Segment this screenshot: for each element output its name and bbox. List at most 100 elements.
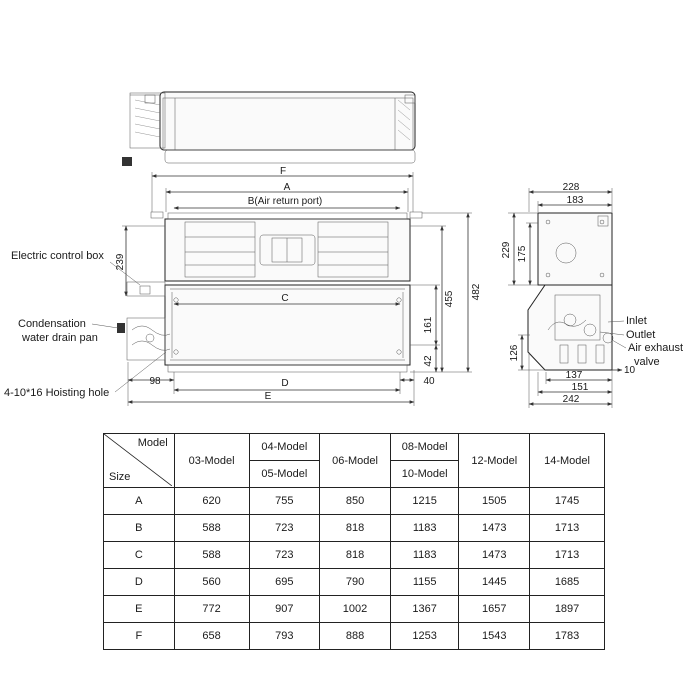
row-size-label: D (103, 568, 175, 596)
dim-229: 229 (501, 241, 512, 258)
col-header-06: 06-Model (319, 433, 391, 488)
fan-blower-left (184, 221, 256, 278)
dim-175: 175 (517, 245, 528, 262)
col-header-08: 08-Model (389, 433, 460, 461)
side-view (527, 212, 614, 371)
corner-label-model: Model (137, 437, 168, 449)
table-cell: 1473 (458, 541, 531, 569)
table-cell: 620 (173, 487, 250, 515)
dim-E: E (265, 391, 272, 402)
table-cell: 1253 (389, 622, 460, 650)
table-cell: 1505 (458, 487, 531, 515)
col-header-03: 03-Model (173, 433, 250, 488)
dim-137: 137 (566, 370, 583, 381)
dim-239: 239 (115, 253, 126, 270)
table-corner-cell: Model Size (103, 433, 175, 488)
col-header-05: 05-Model (248, 460, 321, 488)
side-dimensions (508, 188, 623, 408)
row-size-label: F (103, 622, 175, 650)
table-cell: 1713 (529, 541, 605, 569)
dim-A: A (284, 182, 291, 193)
dim-126: 126 (509, 344, 520, 361)
table-header-row: Model Size 03-Model 04-Model 06-Model 08… (103, 433, 605, 488)
table-cell: 1155 (389, 568, 460, 596)
callout-air-exhaust-line1: Air exhaust (628, 342, 683, 354)
dim-482: 482 (471, 283, 482, 300)
callout-hoisting-hole: 4-10*16 Hoisting hole (4, 387, 109, 399)
table-cell: 723 (248, 514, 321, 542)
dim-B: B(Air return port) (248, 196, 322, 207)
callout-drain-pan-line2: water drain pan (21, 332, 98, 344)
col-header-14: 14-Model (529, 433, 605, 488)
table-cell: 850 (319, 487, 391, 515)
dim-161: 161 (423, 316, 434, 333)
callout-drain-pan-line1: Condensation (18, 318, 86, 330)
table-cell: 1897 (529, 595, 605, 623)
table-cell: 888 (319, 622, 391, 650)
table-cell: 1543 (458, 622, 531, 650)
dim-F: F (280, 166, 286, 177)
dim-151: 151 (572, 382, 589, 393)
front-dimensions (122, 172, 472, 406)
dim-98: 98 (149, 376, 161, 387)
model-size-table: Model Size 03-Model 04-Model 06-Model 08… (103, 433, 605, 650)
table-cell: 772 (173, 595, 250, 623)
table-cell: 818 (319, 514, 391, 542)
dim-42: 42 (423, 355, 434, 367)
electric-control-box (126, 281, 166, 297)
table-cell: 1657 (458, 595, 531, 623)
row-size-label: B (103, 514, 175, 542)
callout-electric-box: Electric control box (11, 250, 104, 262)
top-view (122, 91, 416, 166)
table-cell: 658 (173, 622, 250, 650)
callout-outlet: Outlet (626, 329, 655, 341)
corner-label-size: Size (109, 471, 131, 483)
corner-diagonal (104, 434, 172, 486)
callout-inlet: Inlet (626, 315, 647, 327)
table-cell: 588 (173, 541, 250, 569)
table-cell: 818 (319, 541, 391, 569)
fan-motor (259, 234, 316, 266)
table-cell: 1002 (319, 595, 391, 623)
dim-455: 455 (444, 290, 455, 307)
dim-40: 40 (423, 376, 435, 387)
table-cell: 588 (173, 514, 250, 542)
col-header-12: 12-Model (458, 433, 531, 488)
dim-10: 10 (624, 365, 636, 376)
table-cell: 1183 (389, 514, 460, 542)
dim-183: 183 (567, 195, 584, 206)
fan-blower-right (317, 221, 389, 278)
table-cell: 560 (173, 568, 250, 596)
front-view (117, 211, 423, 373)
valve-piping (547, 313, 614, 364)
col-header-10: 10-Model (389, 460, 460, 488)
table-cell: 755 (248, 487, 321, 515)
row-size-label: C (103, 541, 175, 569)
unit-drawing: F A B(Air return port) C D E 98 40 239 4… (4, 91, 683, 408)
table-cell: 1783 (529, 622, 605, 650)
callout-air-exhaust-line2: valve (634, 356, 660, 368)
table-cell: 1745 (529, 487, 605, 515)
col-header-04: 04-Model (248, 433, 321, 461)
table-cell: 793 (248, 622, 321, 650)
dim-C: C (281, 293, 288, 304)
table-cell: 1183 (389, 541, 460, 569)
table-cell: 1445 (458, 568, 531, 596)
dim-242: 242 (563, 394, 580, 405)
table-cell: 907 (248, 595, 321, 623)
table-cell: 1215 (389, 487, 460, 515)
row-size-label: A (103, 487, 175, 515)
table-cell: 695 (248, 568, 321, 596)
table-cell: 1713 (529, 514, 605, 542)
table-cell: 790 (319, 568, 391, 596)
table-cell: 1367 (389, 595, 460, 623)
dim-228: 228 (563, 182, 580, 193)
table-cell: 1473 (458, 514, 531, 542)
